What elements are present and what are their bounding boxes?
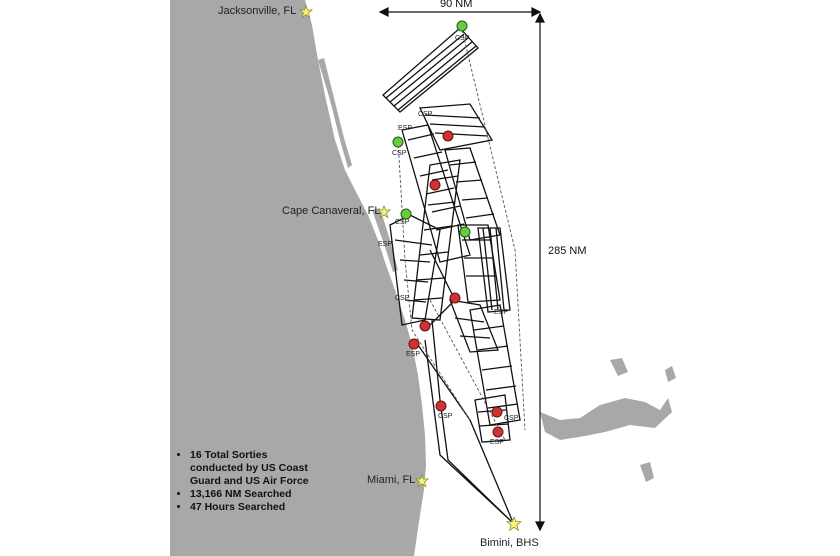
dashed-track xyxy=(429,299,506,441)
transit-track xyxy=(424,319,513,523)
summary-item: 47 Hours Searched xyxy=(190,501,316,514)
search-pattern xyxy=(444,147,501,241)
esp-label: ESP xyxy=(406,351,420,358)
search-pattern xyxy=(419,103,494,151)
start-marker xyxy=(456,20,468,32)
star-icon xyxy=(414,473,430,488)
search-pattern xyxy=(382,27,479,113)
end-marker xyxy=(419,320,431,332)
height-dimension-label: 285 NM xyxy=(548,245,587,257)
csp-label: CSP xyxy=(395,219,410,226)
search-pattern xyxy=(448,299,499,353)
bahamas-island xyxy=(665,366,676,382)
esp-label: ESP xyxy=(398,125,412,132)
dashed-track xyxy=(397,139,471,421)
summary-item: 13,166 NM Searched xyxy=(190,488,316,501)
search-summary: 16 Total Sorties conducted by US Coast G… xyxy=(176,449,316,514)
csp-label: CSP xyxy=(438,413,453,420)
start-marker xyxy=(392,136,404,148)
city-label-jacksonville: Jacksonville, FL xyxy=(218,5,297,17)
csp-label: CSP xyxy=(392,150,407,157)
dashed-track xyxy=(461,29,526,431)
bahamas-landmass xyxy=(540,398,672,440)
summary-list: 16 Total Sorties conducted by US Coast G… xyxy=(176,449,316,514)
barrier-island xyxy=(318,58,352,168)
arrowhead-right xyxy=(531,7,542,17)
esp-label: ESP xyxy=(490,439,504,446)
end-marker xyxy=(408,338,420,350)
end-marker xyxy=(435,400,447,412)
star-icon xyxy=(505,515,523,532)
end-marker xyxy=(449,292,461,304)
star-icon xyxy=(376,204,392,219)
city-label-cape-canaveral: Cape Canaveral, FL xyxy=(282,205,381,217)
end-marker xyxy=(491,406,503,418)
city-label-miami: Miami, FL xyxy=(367,474,416,486)
city-label-bimini: Bimini, BHS xyxy=(480,537,539,549)
csp-label: CSP xyxy=(395,295,410,302)
end-markers xyxy=(408,130,504,438)
arrowhead-left xyxy=(378,7,389,17)
dimension-arrows xyxy=(378,7,545,532)
arrowhead-top xyxy=(535,12,545,23)
search-pattern xyxy=(389,214,441,326)
arrowhead-bottom xyxy=(535,521,545,532)
esp-label: ESP xyxy=(378,241,392,248)
search-pattern xyxy=(469,304,521,426)
dashed-tracks xyxy=(397,29,526,441)
end-marker xyxy=(492,426,504,438)
florida-landmass xyxy=(170,0,426,556)
csp-label: CSP xyxy=(455,35,470,42)
star-icon xyxy=(298,4,314,19)
end-marker xyxy=(442,130,454,142)
summary-item: 16 Total Sorties conducted by US Coast G… xyxy=(190,449,316,488)
start-markers xyxy=(392,20,471,238)
point-labels: CSP ESP CSP CSP CSP ESP CSP ESP ESP CSP … xyxy=(378,35,519,446)
search-pattern xyxy=(477,227,511,313)
csp-label: CSP xyxy=(504,415,519,422)
bahamas-island xyxy=(640,462,654,482)
csp-label: CSP xyxy=(418,111,433,118)
search-pattern xyxy=(457,224,501,303)
end-marker xyxy=(429,179,441,191)
barrier-island xyxy=(372,208,398,272)
search-pattern xyxy=(401,124,471,263)
search-pattern xyxy=(411,159,461,321)
width-dimension-label: 90 NM xyxy=(440,0,473,10)
start-marker xyxy=(400,208,412,220)
bahamas-island xyxy=(610,358,628,376)
start-marker xyxy=(459,226,471,238)
esp-label: ESP xyxy=(494,309,508,316)
city-stars xyxy=(298,4,523,532)
